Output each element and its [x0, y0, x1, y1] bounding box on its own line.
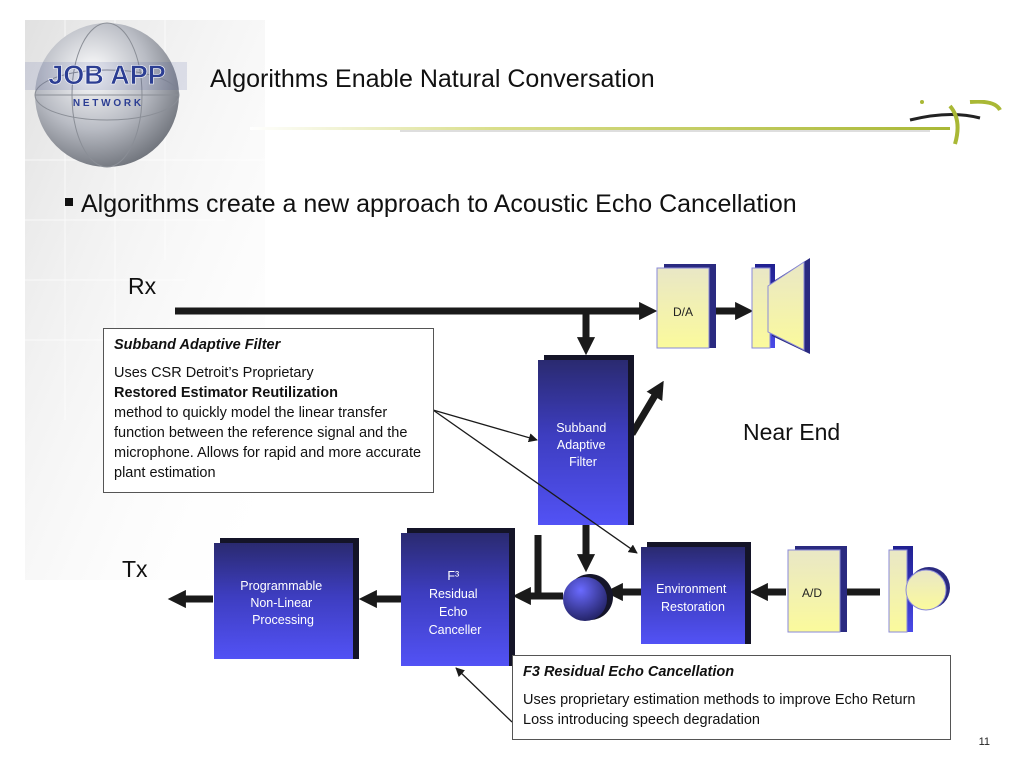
rx-label: Rx	[128, 273, 157, 299]
tx-label: Tx	[122, 556, 148, 582]
callout-pointer-filter	[432, 409, 538, 443]
f3-residual-echo-canceller-block: F³ Residual Echo Canceller	[401, 528, 515, 666]
svg-text:Environment Restoration: Environment Restoration	[656, 582, 730, 614]
microphone-icon	[888, 546, 950, 633]
f3-callout: F3 Residual Echo Cancellation Uses propr…	[512, 655, 951, 740]
callout-title: F3 Residual Echo Cancellation	[523, 664, 735, 680]
svg-text:Subband Adaptive F: Subband Adaptive Filter	[556, 421, 610, 469]
speaker-icon	[751, 258, 810, 354]
environment-restoration-block: Environment Restoration	[641, 542, 751, 644]
callout-pointer-f3	[455, 667, 513, 723]
svg-text:Programmable Non-Linear: Programmable Non-Linear Processing	[240, 579, 325, 627]
da-converter-block: D/A	[656, 264, 716, 349]
bullet-square-icon	[65, 198, 73, 207]
callout-body: Uses proprietary estimation methods to i…	[523, 692, 916, 728]
page-title: Algorithms Enable Natural Conversation	[210, 65, 655, 93]
ad-label: A/D	[802, 586, 822, 600]
page-number: 11	[978, 736, 990, 748]
decorative-swoosh	[250, 100, 1002, 145]
ad-converter-block: A/D	[787, 546, 847, 633]
echo-path-arrow	[628, 380, 664, 436]
svg-text:N E T W O R K: N E T W O R K	[73, 98, 142, 109]
callout-title: Subband Adaptive Filter	[114, 337, 281, 353]
company-logo: JOB APP N E T W O R K	[22, 20, 192, 180]
svg-text:JOB APP: JOB APP	[48, 60, 166, 90]
summation-node	[563, 574, 613, 621]
bullet-point: Algorithms create a new approach to Acou…	[65, 190, 797, 219]
non-linear-processing-block: Programmable Non-Linear Processing	[214, 538, 359, 659]
near-end-label: Near End	[743, 419, 841, 445]
bullet-text: Algorithms create a new approach to Acou…	[81, 190, 797, 218]
subband-filter-block: Subband Adaptive Filter	[538, 355, 634, 525]
callout-pointer-environment	[432, 409, 638, 554]
da-label: D/A	[673, 305, 693, 319]
subband-filter-callout: Subband Adaptive Filter Uses CSR Detroit…	[103, 328, 434, 493]
svg-text:F³ Residual Echo: F³ Residual Echo Canceller	[429, 569, 482, 637]
